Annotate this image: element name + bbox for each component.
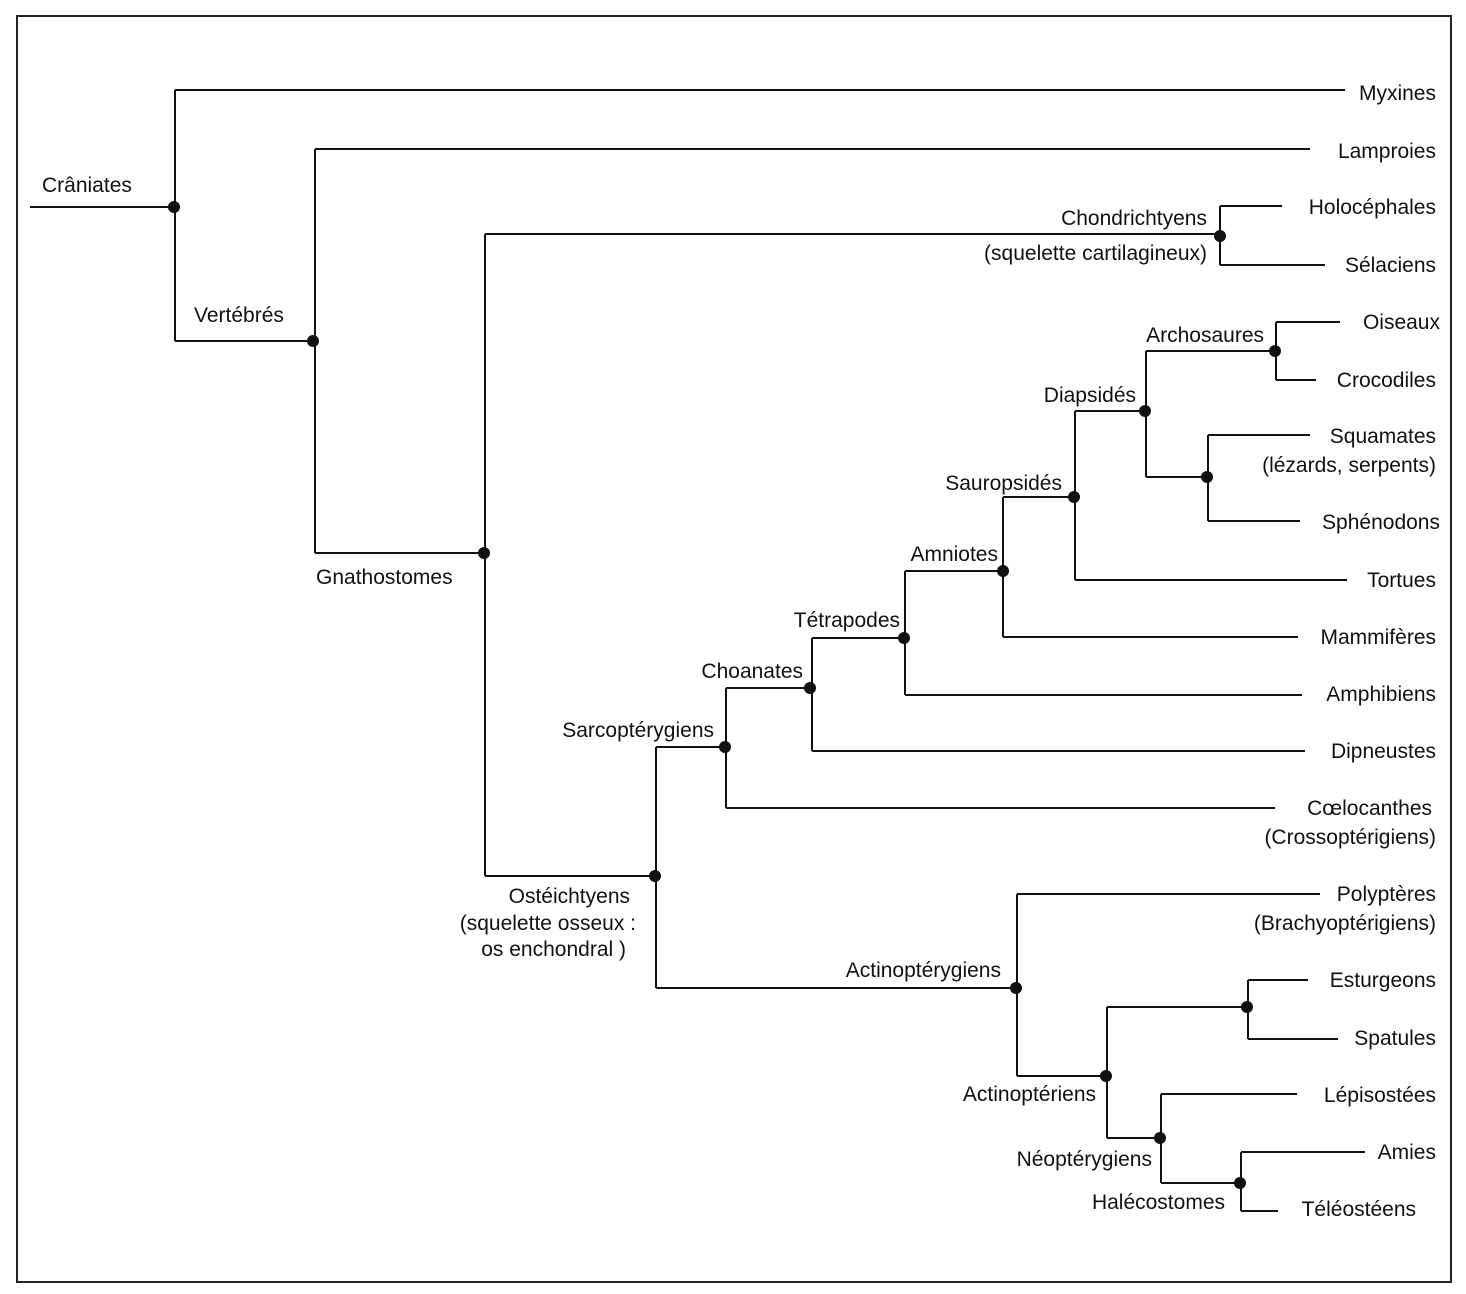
taxon-lamproies: Lamproies: [1338, 140, 1436, 163]
taxon-teleosteens: Téléostéens: [1302, 1198, 1416, 1221]
node-diapsides: [1139, 405, 1151, 417]
label-sarcopterygiens: Sarcoptérygiens: [562, 719, 714, 742]
node-neopterygiens: [1154, 1132, 1166, 1144]
taxon-sphenodons: Sphénodons: [1322, 511, 1440, 534]
node-sauropsides: [1068, 491, 1080, 503]
taxon-amphibiens: Amphibiens: [1326, 683, 1436, 706]
node-chondrichtyens: [1214, 230, 1226, 242]
node-choanates: [804, 682, 816, 694]
diagram-frame: [16, 15, 1452, 1283]
label-vertebres: Vertébrés: [194, 304, 284, 327]
node-archosaures: [1269, 345, 1281, 357]
branch-sauropsides: [1074, 410, 1347, 581]
branch-vertebres: [314, 148, 1310, 554]
branch-osteichtyens: [655, 746, 1016, 989]
branch-gnathostomes: [484, 233, 1220, 877]
label-halecostomes: Halécostomes: [1092, 1191, 1225, 1214]
taxon-coelocanthes-note: (Crossoptérigiens): [1264, 826, 1436, 849]
branch-diapsides: [1145, 350, 1275, 478]
label-sauropsides: Sauropsidés: [945, 472, 1062, 495]
node-vertebres: [307, 335, 319, 347]
node-actinopterygiens: [1010, 982, 1022, 994]
node-chondrosteens: [1241, 1001, 1253, 1013]
branch-chondrosteens: [1247, 979, 1338, 1040]
branch-neopterygiens: [1160, 1093, 1297, 1184]
branch-lepidosaures: [1207, 434, 1310, 522]
taxon-lepisostees: Lépisostées: [1324, 1084, 1436, 1107]
node-osteichtyens: [649, 870, 661, 882]
node-halecostomes: [1234, 1177, 1246, 1189]
taxon-polypteres: Polyptères: [1337, 883, 1436, 906]
branch-tetrapodes: [904, 570, 1302, 696]
node-sarcopterygiens: [719, 741, 731, 753]
taxon-squamates: Squamates: [1330, 425, 1436, 448]
node-gnathostomes: [478, 547, 490, 559]
taxon-crocodiles: Crocodiles: [1337, 369, 1436, 392]
label-actinopteriens: Actinoptériens: [963, 1083, 1096, 1106]
branch-amniotes: [1002, 496, 1298, 638]
taxon-esturgeons: Esturgeons: [1330, 969, 1436, 992]
taxon-tortues: Tortues: [1367, 569, 1436, 592]
taxon-spatules: Spatules: [1354, 1027, 1436, 1050]
taxon-myxines: Myxines: [1359, 82, 1436, 105]
taxon-selaciens: Sélaciens: [1345, 254, 1436, 277]
taxon-dipneustes: Dipneustes: [1331, 740, 1436, 763]
node-tetrapodes: [898, 632, 910, 644]
label-actinopterygiens: Actinoptérygiens: [846, 959, 1001, 982]
label-diapsides: Diapsidés: [1044, 384, 1136, 407]
clade-labels: Crâniates Vertébrés Gnathostomes Chondri…: [42, 174, 1264, 1214]
label-osteichtyens-note1: (squelette osseux :: [460, 912, 636, 935]
taxon-coelocanthes: Cœlocanthes: [1307, 797, 1432, 820]
branch-sarcopterygiens: [725, 687, 1275, 809]
label-tetrapodes: Tétrapodes: [794, 609, 900, 632]
label-chondrichtyens: Chondrichtyens: [1061, 207, 1207, 230]
label-osteichtyens: Ostéichtyens: [509, 885, 630, 908]
branch-craniates: [174, 89, 1345, 342]
taxon-labels: Myxines Lamproies Holocéphales Sélaciens…: [1254, 82, 1441, 1221]
label-archosaures: Archosaures: [1146, 324, 1264, 347]
taxon-oiseaux: Oiseaux: [1363, 311, 1441, 334]
branch-actinopteriens: [1106, 1006, 1247, 1139]
label-amniotes: Amniotes: [910, 543, 998, 566]
tree-nodes: [168, 201, 1281, 1189]
label-choanates: Choanates: [701, 660, 803, 683]
taxon-polypteres-note: (Brachyoptérigiens): [1254, 912, 1436, 935]
taxon-squamates-note: (lézards, serpents): [1262, 454, 1436, 477]
node-lepidosaures: [1201, 471, 1213, 483]
node-amniotes: [997, 565, 1009, 577]
label-chondrichtyens-note: (squelette cartilagineux): [984, 242, 1207, 265]
label-osteichtyens-note2: os enchondral ): [481, 938, 626, 961]
node-actinopteriens: [1100, 1070, 1112, 1082]
label-gnathostomes: Gnathostomes: [316, 566, 453, 589]
taxon-holocephales: Holocéphales: [1309, 196, 1436, 219]
taxon-mammiferes: Mammifères: [1320, 626, 1436, 649]
label-craniates: Crâniates: [42, 174, 132, 197]
label-neopterygiens: Néoptérygiens: [1017, 1148, 1152, 1171]
taxon-amies: Amies: [1378, 1141, 1436, 1164]
node-craniates: [168, 201, 180, 213]
branch-choanates: [811, 637, 1305, 752]
branch-archosaures: [1275, 321, 1340, 381]
